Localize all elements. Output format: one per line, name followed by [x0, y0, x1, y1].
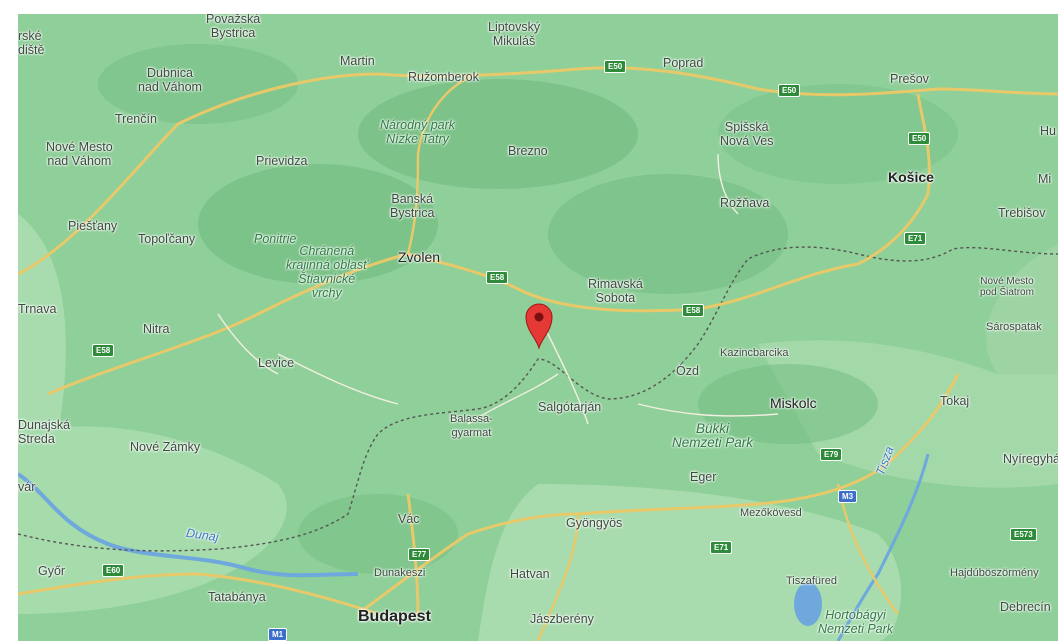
- road-shield-e79: E79: [820, 448, 843, 461]
- city-label-roznava: Rožňava: [720, 196, 770, 210]
- city-label-prievidza: Prievidza: [256, 154, 308, 168]
- road-shield-e58: E58: [682, 304, 705, 317]
- city-label-debrecen: Debrecín: [1000, 600, 1051, 614]
- city-label-vac: Vác: [398, 512, 420, 526]
- city-label-mi: Mi: [1038, 172, 1052, 186]
- road-shield-e50: E50: [604, 60, 627, 73]
- city-label-tiszafured: Tiszafüred: [786, 575, 837, 587]
- road-shield-e71: E71: [710, 541, 733, 554]
- city-label-topolcany: Topoľčany: [138, 232, 196, 246]
- city-label-miskolc: Miskolc: [770, 395, 817, 411]
- city-label-poprad: Poprad: [663, 56, 704, 70]
- park-label-ponitrie: Ponitrie: [254, 232, 297, 246]
- city-label-zvolen: Zvolen: [398, 249, 441, 265]
- road-shield-m3: M3: [838, 490, 858, 503]
- city-label-trnava: Trnava: [18, 302, 57, 316]
- road-shield-e58: E58: [486, 271, 509, 284]
- city-label-martin: Martin: [340, 54, 375, 68]
- road-shield-e77: E77: [408, 548, 431, 561]
- city-label-presov: Prešov: [890, 72, 929, 86]
- city-label-jaszbereny: Jászberény: [530, 612, 594, 626]
- city-label-mezokovesd: Mezőkövesd: [740, 507, 802, 519]
- city-label-trencin: Trenčín: [115, 112, 157, 126]
- city-label-gyongyos: Gyöngyös: [566, 516, 623, 530]
- city-label-nove-zamky: Nové Zámky: [130, 440, 201, 454]
- city-label-gyor: Győr: [38, 564, 66, 578]
- city-label-nitra: Nitra: [143, 322, 170, 336]
- city-label-kosice: Košice: [888, 169, 934, 185]
- city-label-ozd: Ózd: [676, 364, 699, 378]
- city-label-hajduboszormeny: Hajdúböszörmény: [950, 567, 1039, 579]
- city-label-brezno: Brezno: [508, 144, 548, 158]
- city-label-dunakeszi: Dunakeszi: [374, 567, 426, 579]
- road-shield-e71: E71: [904, 232, 927, 245]
- city-label-nyiregyhaza: Nyíregyhá: [1003, 452, 1058, 466]
- map-terrain: [18, 44, 1058, 641]
- city-label-eger: Eger: [690, 470, 717, 484]
- city-label-kazincbarcika: Kazincbarcika: [720, 347, 789, 359]
- city-label-tatabanya: Tatabánya: [208, 590, 266, 604]
- city-label-piestany: Piešťany: [68, 219, 118, 233]
- city-label-salgotarjan: Salgótarján: [538, 400, 602, 414]
- road-shield-e50: E50: [908, 132, 931, 145]
- city-label-budapest: Budapest: [358, 608, 431, 625]
- city-label-ruzomberok: Ružomberok: [408, 70, 479, 84]
- road-shield-e60: E60: [102, 564, 125, 577]
- road-shield-e50: E50: [778, 84, 801, 97]
- location-pin-icon[interactable]: [522, 300, 556, 350]
- city-label-balassagyarmat: Balassa-gyarmat: [450, 413, 493, 439]
- city-label-sarospatak: Sárospatak: [986, 321, 1042, 333]
- city-label-tokaj: Tokaj: [940, 394, 970, 408]
- road-shield-e573: E573: [1010, 528, 1037, 541]
- city-label-hatvan: Hatvan: [510, 567, 550, 581]
- road-shield-m1: M1: [268, 628, 288, 641]
- city-label-var: vár: [18, 480, 36, 494]
- city-label-trebisov: Trebišov: [998, 206, 1046, 220]
- city-label-levice: Levice: [258, 356, 295, 370]
- city-label-hu: Hu: [1040, 124, 1056, 138]
- road-shield-e58: E58: [92, 344, 115, 357]
